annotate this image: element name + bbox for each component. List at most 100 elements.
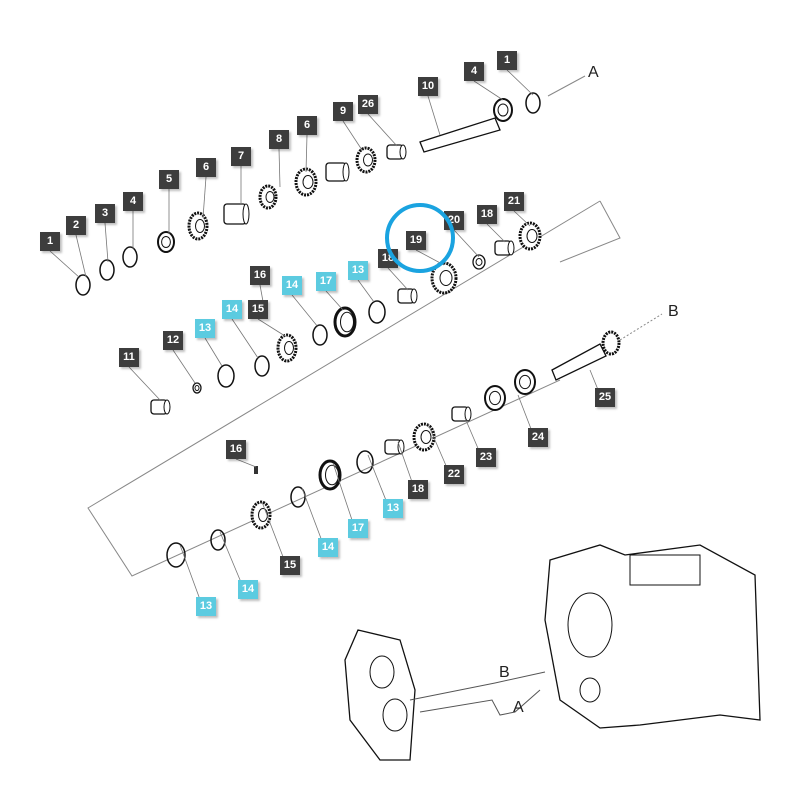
callout-part-11[interactable]: 11: [119, 348, 139, 367]
bearing-bore: [489, 390, 501, 406]
callout-part-4[interactable]: 4: [123, 192, 143, 211]
gear-bore: [363, 153, 373, 167]
snap-ring: [312, 324, 328, 346]
snap-ring: [210, 529, 226, 551]
callout-part-2[interactable]: 2: [66, 216, 86, 235]
leader-line: [231, 318, 259, 359]
reference-letter-b-right: B: [668, 303, 679, 320]
washer: [192, 382, 202, 394]
callout-part-9[interactable]: 9: [333, 102, 353, 121]
callout-part-10[interactable]: 10: [418, 77, 438, 96]
bushing-end: [410, 288, 418, 304]
housing-bore: [579, 677, 601, 703]
gear-bore: [265, 191, 275, 203]
callout-part-18[interactable]: 18: [408, 480, 428, 499]
callout-part-18[interactable]: 18: [477, 205, 497, 224]
callout-part-13[interactable]: 13: [195, 319, 215, 338]
callout-part-14[interactable]: 14: [238, 580, 258, 599]
leader-line: [486, 223, 506, 243]
bushing-end: [464, 406, 472, 422]
callout-part-7[interactable]: 7: [231, 147, 251, 166]
callout-part-12[interactable]: 12: [163, 331, 183, 350]
reference-letter-a-housing: A: [513, 699, 524, 716]
leader-line: [305, 134, 308, 173]
front-cover: [344, 629, 416, 761]
reference-leader-a-housing: [419, 689, 541, 716]
snap-ring: [217, 364, 235, 388]
main-shaft-10: [419, 117, 501, 153]
snap-ring: [254, 355, 270, 377]
gear-bore: [420, 430, 432, 444]
callout-part-16[interactable]: 16: [226, 440, 246, 459]
bushing-end: [507, 240, 515, 256]
callout-part-26[interactable]: 26: [358, 95, 378, 114]
leader-line: [104, 222, 109, 263]
leader-line: [257, 318, 286, 337]
callout-part-14[interactable]: 14: [318, 538, 338, 557]
leader-line: [278, 148, 281, 188]
callout-part-14[interactable]: 14: [222, 300, 242, 319]
callout-part-19[interactable]: 19: [406, 231, 426, 250]
callout-part-13[interactable]: 13: [196, 597, 216, 616]
callout-part-4[interactable]: 4: [464, 62, 484, 81]
leader-line: [202, 176, 207, 219]
gear-bore: [284, 341, 294, 355]
callout-part-1[interactable]: 1: [497, 51, 517, 70]
callout-part-25[interactable]: 25: [595, 388, 615, 407]
gear-bore: [439, 270, 453, 286]
callout-part-3[interactable]: 3: [95, 204, 115, 223]
group-frame-line: [559, 200, 621, 263]
leader-line: [367, 113, 398, 147]
cover-bore: [382, 698, 408, 732]
snap-ring: [368, 300, 386, 324]
callout-part-21[interactable]: 21: [504, 192, 524, 211]
transmission-housing: [544, 544, 761, 729]
callout-part-13[interactable]: 13: [383, 499, 403, 518]
callout-part-13[interactable]: 13: [348, 261, 368, 280]
callout-part-5[interactable]: 5: [159, 170, 179, 189]
reference-letter-a-top: A: [588, 64, 599, 81]
leader-line: [342, 120, 363, 151]
callout-part-8[interactable]: 8: [269, 130, 289, 149]
reference-leader-b-housing: [409, 671, 546, 701]
bushing-end: [242, 203, 250, 225]
gear-bore: [302, 175, 314, 189]
snap-ring: [75, 274, 91, 296]
callout-part-15[interactable]: 15: [280, 556, 300, 575]
gear-bore: [258, 508, 268, 522]
bearing-bore: [497, 103, 509, 117]
snap-ring: [122, 246, 138, 268]
leader-line: [506, 69, 534, 96]
leader-line: [49, 250, 81, 279]
callout-part-6[interactable]: 6: [297, 116, 317, 135]
callout-part-14[interactable]: 14: [282, 276, 302, 295]
snap-ring: [166, 542, 186, 568]
callout-part-17[interactable]: 17: [348, 519, 368, 538]
bushing-end: [342, 162, 350, 182]
washer-bore: [194, 385, 200, 391]
pinion-gear: [601, 330, 621, 356]
callout-part-1[interactable]: 1: [40, 232, 60, 251]
callout-part-23[interactable]: 23: [476, 448, 496, 467]
leader-line: [513, 210, 531, 227]
leader-line: [453, 229, 480, 258]
callout-part-15[interactable]: 15: [248, 300, 268, 319]
callout-part-17[interactable]: 17: [316, 272, 336, 291]
callout-part-6[interactable]: 6: [196, 158, 216, 177]
washer-bore: [475, 258, 483, 266]
reference-leader-b: [619, 313, 663, 341]
callout-part-22[interactable]: 22: [444, 465, 464, 484]
leader-line: [75, 234, 87, 278]
washer: [472, 254, 486, 270]
snap-ring: [356, 450, 374, 474]
reference-letter-b-housing: B: [499, 664, 510, 681]
bushing-end: [163, 399, 171, 415]
bushing-end: [397, 439, 405, 455]
leader-line: [172, 349, 196, 384]
callout-part-16[interactable]: 16: [250, 266, 270, 285]
callout-part-24[interactable]: 24: [528, 428, 548, 447]
snap-ring: [99, 259, 115, 281]
gear-bore: [526, 229, 538, 243]
snap-ring: [525, 92, 541, 114]
